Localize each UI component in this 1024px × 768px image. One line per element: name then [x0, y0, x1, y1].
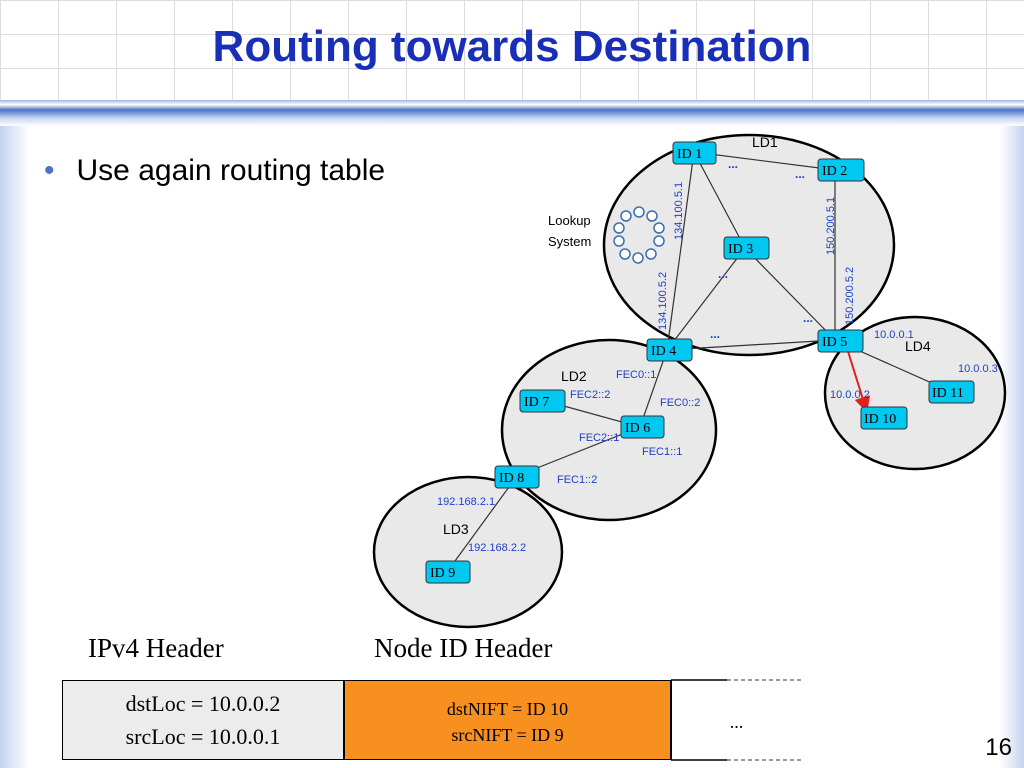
route-arrow — [845, 344, 871, 413]
node-id2-label: ID 2 — [822, 164, 847, 179]
addr-10-0-0-2: 10.0.0.2 — [830, 389, 870, 401]
addr-134-100-5-1: 134.100.5.1 — [673, 182, 685, 240]
node-id6 — [620, 415, 665, 439]
addr-134-100-5-2: 134.100.5.2 — [657, 272, 669, 330]
domain-ld2 — [500, 338, 718, 522]
node-id1 — [672, 141, 717, 165]
node-id3 — [723, 236, 770, 260]
addr-fec1-2: FEC1::2 — [557, 474, 597, 486]
node-id8-label: ID 8 — [499, 471, 524, 486]
ipv4-header-box: dstLoc = 10.0.0.2 srcLoc = 10.0.0.1 — [62, 680, 344, 760]
payload-box: ... — [671, 680, 801, 760]
ld3-label: LD3 — [443, 521, 469, 537]
addr-fec2-2: FEC2::2 — [570, 389, 610, 401]
node-id5 — [817, 329, 864, 353]
ellipsis-ld1-e: ... — [803, 311, 813, 325]
left-edge-gradient — [0, 126, 30, 768]
nift-src: srcNIFT = ID 9 — [451, 725, 564, 745]
page-number: 16 — [985, 734, 1012, 761]
addr-fec0-1: FEC0::1 — [616, 369, 656, 381]
node-id3-label: ID 3 — [728, 242, 753, 257]
node-id9 — [425, 560, 471, 584]
ld1-label: LD1 — [752, 134, 778, 150]
ld4-label: LD4 — [905, 338, 931, 354]
payload-ellipsis: ... — [729, 712, 744, 732]
addr-fec0-2: FEC0::2 — [660, 397, 700, 409]
node-id-header-box: dstNIFT = ID 10 srcNIFT = ID 9 — [344, 680, 671, 760]
lookup-system-icon — [613, 206, 665, 264]
node-id9-label: ID 9 — [430, 566, 455, 581]
addr-fec2-1: FEC2::1 — [579, 432, 619, 444]
addr-192-168-2-2: 192.168.2.2 — [468, 542, 526, 554]
node-id11 — [928, 380, 975, 404]
node-id5-label: ID 5 — [822, 335, 847, 350]
title-rule-bar — [0, 100, 1024, 126]
node-id-header-label: Node ID Header — [374, 633, 553, 663]
node-id11-label: ID 11 — [932, 386, 964, 401]
right-edge-gradient — [1000, 126, 1024, 768]
addr-150-200-5-2: 150.200.5.2 — [844, 267, 856, 325]
ellipsis-ld1-b: ... — [795, 167, 805, 181]
addr-fec1-1: FEC1::1 — [642, 446, 682, 458]
ellipsis-ld1-a: ... — [728, 157, 738, 171]
addr-10-0-0-3: 10.0.0.3 — [958, 363, 998, 375]
node-id8 — [494, 465, 540, 489]
domain-ld3 — [372, 475, 564, 629]
nift-dst: dstNIFT = ID 10 — [446, 699, 569, 719]
bullet-dot-icon: • — [44, 154, 55, 187]
addr-150-200-5-1: 150.200.5.1 — [825, 197, 837, 255]
ipv4-src-loc: srcLoc = 10.0.0.1 — [125, 724, 281, 749]
node-id10 — [860, 406, 908, 430]
node-id2 — [817, 158, 865, 182]
node-id10-label: ID 10 — [864, 412, 896, 427]
ellipsis-ld1-c: ... — [718, 267, 728, 281]
node-id4 — [646, 338, 693, 362]
bullet-text: Use again routing table — [76, 154, 386, 187]
ipv4-header-label: IPv4 Header — [88, 633, 224, 663]
slide-title: Routing towards Destination — [212, 22, 812, 71]
lookup-label-line2: System — [548, 234, 591, 249]
bullet-item: • Use again routing table — [44, 154, 385, 188]
addr-10-0-0-1: 10.0.0.1 — [874, 329, 914, 341]
ipv4-dst-loc: dstLoc = 10.0.0.2 — [125, 691, 281, 716]
title-band — [0, 0, 1024, 100]
addr-192-168-2-1: 192.168.2.1 — [437, 496, 495, 508]
node-id1-label: ID 1 — [677, 147, 702, 162]
node-id6-label: ID 6 — [625, 421, 650, 436]
node-id7 — [519, 389, 566, 413]
ellipsis-ld1-d: ... — [710, 327, 720, 341]
ld2-label: LD2 — [561, 368, 587, 384]
lookup-label-line1: Lookup — [548, 213, 591, 228]
node-id4-label: ID 4 — [651, 344, 676, 359]
node-id7-label: ID 7 — [524, 395, 549, 410]
